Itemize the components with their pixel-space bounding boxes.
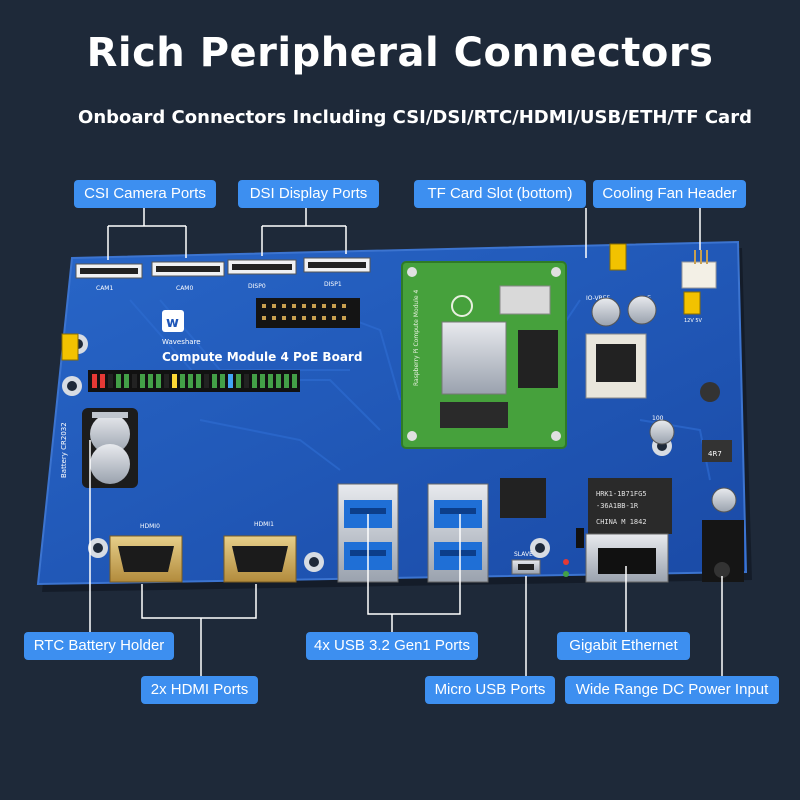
pcb-board: [36, 240, 748, 586]
inductor-label: 4R7: [708, 450, 722, 458]
dc-power-jack: [702, 520, 744, 582]
page-subtitle: Onboard Connectors Including CSI/DSI/RTC…: [78, 107, 752, 128]
gpio-header-colored: [88, 370, 300, 392]
usb3-stack-right: [427, 483, 489, 583]
eth-text-3: CHINA M 1842: [596, 518, 647, 526]
cap-label: 100: [652, 415, 664, 422]
tf-card-slot-callout: TF Card Slot (bottom): [414, 180, 586, 208]
leader-lines: [89, 208, 723, 676]
hdmi0-port: [109, 535, 183, 583]
slave-label: SLAVE: [514, 551, 533, 558]
brand-label: Waveshare: [162, 338, 201, 346]
board-name-label: Compute Module 4 PoE Board: [162, 350, 362, 364]
micro-usb-port: [511, 559, 541, 575]
csi-cam1-connector: [75, 263, 143, 279]
svg-text:w: w: [166, 315, 179, 331]
fan-voltage-label: 12V 5V: [684, 318, 703, 324]
gpio-header-top: [256, 298, 360, 328]
dsi-disp1-connector: [303, 257, 371, 273]
io-vref-label: IO-VREF: [586, 295, 611, 302]
micro-usb-ports-callout: Micro USB Ports: [425, 676, 555, 704]
battery-label: Battery CR2032: [60, 422, 68, 478]
hdmi1-port: [223, 535, 297, 583]
cm4-label: Raspberry Pi Compute Module 4: [413, 290, 420, 386]
disp1-label: DISP1: [324, 281, 342, 288]
csi-camera-ports-callout: CSI Camera Ports: [74, 180, 216, 208]
dc-power-input-callout: Wide Range DC Power Input: [565, 676, 779, 704]
mounting-holes: [62, 334, 672, 572]
dsi-disp0-connector: [227, 259, 297, 275]
cooling-fan-header-callout: Cooling Fan Header: [593, 180, 746, 208]
power-components: [585, 295, 737, 513]
jumper-yellow-left: [61, 333, 79, 361]
dsi-display-ports-callout: DSI Display Ports: [238, 180, 379, 208]
waveshare-logo: w: [162, 310, 184, 332]
cam1-label: CAM1: [96, 285, 113, 292]
ethernet-module: [563, 478, 672, 583]
hdmi0-label: HDMI0: [140, 523, 160, 530]
eth-text-1: HRK1-1B71FG5: [596, 490, 647, 498]
csi-cam0-connector: [151, 261, 225, 277]
usb3-ports-callout: 4x USB 3.2 Gen1 Ports: [306, 632, 478, 660]
gigabit-ethernet-callout: Gigabit Ethernet: [557, 632, 690, 660]
hdmi-ports-callout: 2x HDMI Ports: [141, 676, 258, 704]
cm4-module: [401, 261, 567, 449]
cam0-label: CAM0: [176, 285, 193, 292]
eth-text-2: -36A1BB-1R: [596, 502, 639, 510]
page-title: Rich Peripheral Connectors: [86, 30, 714, 76]
usb-controller-chip: [500, 478, 546, 518]
fan-header: [681, 250, 717, 315]
rtc-battery-holder: [82, 408, 138, 488]
io-vref-jumper: [609, 243, 627, 271]
hdmi1-label: HDMI1: [254, 521, 274, 528]
disp0-label: DISP0: [248, 283, 266, 290]
rtc-battery-holder-callout: RTC Battery Holder: [24, 632, 174, 660]
